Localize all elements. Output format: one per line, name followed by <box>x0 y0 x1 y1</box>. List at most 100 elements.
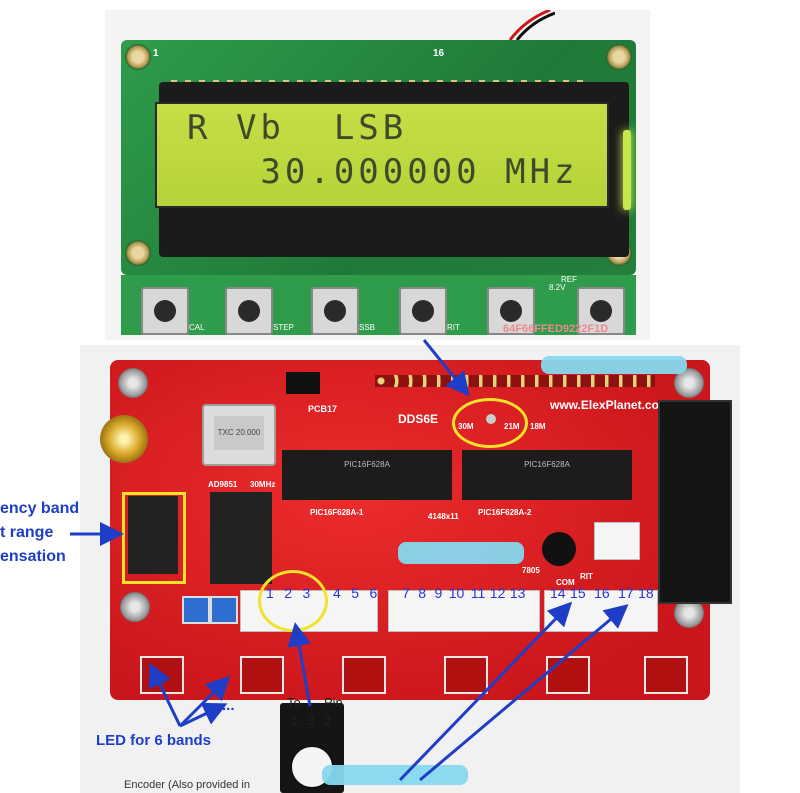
pin-number: 9 <box>434 585 443 601</box>
band-annotation-line-2: t range <box>0 524 54 541</box>
button-5[interactable] <box>487 287 535 335</box>
connector-7-13 <box>388 590 540 632</box>
encoder-pin-numbers: 1 3 2 <box>290 713 331 728</box>
cal-button[interactable] <box>141 287 189 335</box>
pin-label: Pin <box>324 695 343 710</box>
jumper-label-18m: 18M <box>530 422 546 431</box>
encoder-pin: 2 <box>323 713 331 728</box>
pin-number: 3 <box>302 585 311 601</box>
backlight-led <box>623 130 631 210</box>
pin-number: 5 <box>351 585 360 601</box>
band-led-6 <box>644 656 688 694</box>
band-led-4 <box>444 656 488 694</box>
trimmer-2 <box>210 596 238 624</box>
redaction-blob <box>541 356 687 374</box>
lcd-display: R Vb LSB 30.000000 MHz <box>155 102 609 208</box>
step-button[interactable] <box>225 287 273 335</box>
encoder-pin: 1 <box>290 713 298 728</box>
arrow-lcd-to-board <box>422 339 470 397</box>
pin-number: 13 <box>509 585 526 601</box>
step-button-label: STEP <box>273 323 294 332</box>
lcd-module-photo: 1 16 R Vb LSB 30.000000 MHz CAL STEP SSB… <box>105 10 650 340</box>
pin-number: 2 <box>284 585 293 601</box>
mount-hole <box>125 44 151 70</box>
cal-button-label: CAL <box>189 323 205 332</box>
ribbon-header <box>658 400 732 604</box>
dds-pcb: PCB17 DDS6E www.ElexPlanet.com 30M 21M 1… <box>100 360 732 700</box>
pin-group-1: 1 2 3 <box>266 585 336 603</box>
rit-button-label: RIT <box>447 323 460 332</box>
band-led-3 <box>342 656 386 694</box>
band-jumper-block <box>128 496 178 574</box>
button-strip: CAL STEP SSB RIT 8.2V REF <box>121 275 636 335</box>
rit-button[interactable] <box>399 287 447 335</box>
arrow-encoder-pins <box>287 622 312 707</box>
pin-number: 14 <box>550 585 566 601</box>
voltage-label: 8.2V <box>549 283 566 292</box>
encoder-caption: Encoder (Also provided in <box>124 779 250 791</box>
osc-freq-label: 30MHz <box>250 480 276 489</box>
band-annotation-line-1: ency band <box>0 500 80 517</box>
pin-number: 15 <box>570 585 586 601</box>
ssb-button[interactable] <box>311 287 359 335</box>
dds-board-photo: PCB17 DDS6E www.ElexPlanet.com 30M 21M 1… <box>80 345 740 793</box>
encoder-pin: 3 <box>306 713 315 728</box>
lcd-line-1: R Vb LSB <box>187 108 408 148</box>
capacitor <box>542 532 576 566</box>
jumper-highlight <box>452 398 528 448</box>
regulator-label: 7805 <box>522 566 540 575</box>
arrow-connector-17 <box>419 604 629 782</box>
ssb-button-label: SSB <box>359 323 376 332</box>
pic-chip-1-marking: PIC16F628A <box>344 460 390 469</box>
pic-chip-2: PIC16F628A <box>462 450 632 500</box>
arrow-led-1 <box>149 662 182 727</box>
ref-label: REF <box>561 275 577 284</box>
arrow-connector-14 <box>398 601 573 782</box>
screw <box>120 592 150 622</box>
pin-group-3: 14 15 16 17 18 <box>550 585 660 603</box>
dds-chip-label: AD9851 <box>208 480 238 489</box>
pin-number: 6 <box>369 585 378 601</box>
band-annotation-line-3: ensation <box>0 548 66 565</box>
serial-number: 64F66FFED9222F1D <box>503 323 609 335</box>
website-label: www.ElexPlanet.com <box>550 398 670 412</box>
pin-number: 1 <box>266 585 274 601</box>
pin-number: 4 <box>333 585 341 601</box>
pin-number: 18 <box>638 585 654 601</box>
arrow-led-3 <box>179 702 228 728</box>
to-label: To <box>287 695 301 710</box>
band-led-2 <box>240 656 284 694</box>
diode-label: 4148x11 <box>428 512 459 521</box>
rit-label: RIT <box>580 572 593 581</box>
pin-number: 10 <box>448 585 465 601</box>
lcd-pin-first-label: 1 <box>153 48 159 59</box>
pin-number: 17 <box>618 585 634 601</box>
lcd-line-2: 30.000000 MHz <box>187 152 579 192</box>
pin-number: 8 <box>418 585 427 601</box>
button-6[interactable] <box>577 287 625 335</box>
power-wires <box>508 10 555 40</box>
pin-group-2: 7 8 9 10 11 12 13 <box>402 585 552 603</box>
pin-group-1b: 4 5 6 <box>333 585 393 603</box>
pin-number: 12 <box>489 585 506 601</box>
trimmer-1 <box>182 596 210 624</box>
pic-chip-1: PIC16F628A <box>282 450 452 500</box>
lcd-pin-last-label: 16 <box>433 48 445 59</box>
pin-number: 16 <box>594 585 610 601</box>
screw <box>118 368 148 398</box>
regulator-chip <box>286 372 320 394</box>
rit-connector <box>594 522 640 560</box>
pin-number: 11 <box>470 585 486 601</box>
pcb-rev-label: PCB17 <box>308 404 338 414</box>
crystal-label: TXC 20.000 <box>214 416 264 450</box>
crystal-oscillator: TXC 20.000 <box>202 404 276 466</box>
board-model: DDS6E <box>398 412 439 426</box>
band-led-5 <box>546 656 590 694</box>
dds-chip <box>210 492 272 584</box>
pin-number: 7 <box>402 585 410 601</box>
lcd-header-socket <box>375 375 655 387</box>
sma-connector <box>100 415 148 463</box>
pic-chip-2-label: PIC16F628A-2 <box>478 508 532 517</box>
mount-hole <box>125 240 151 266</box>
